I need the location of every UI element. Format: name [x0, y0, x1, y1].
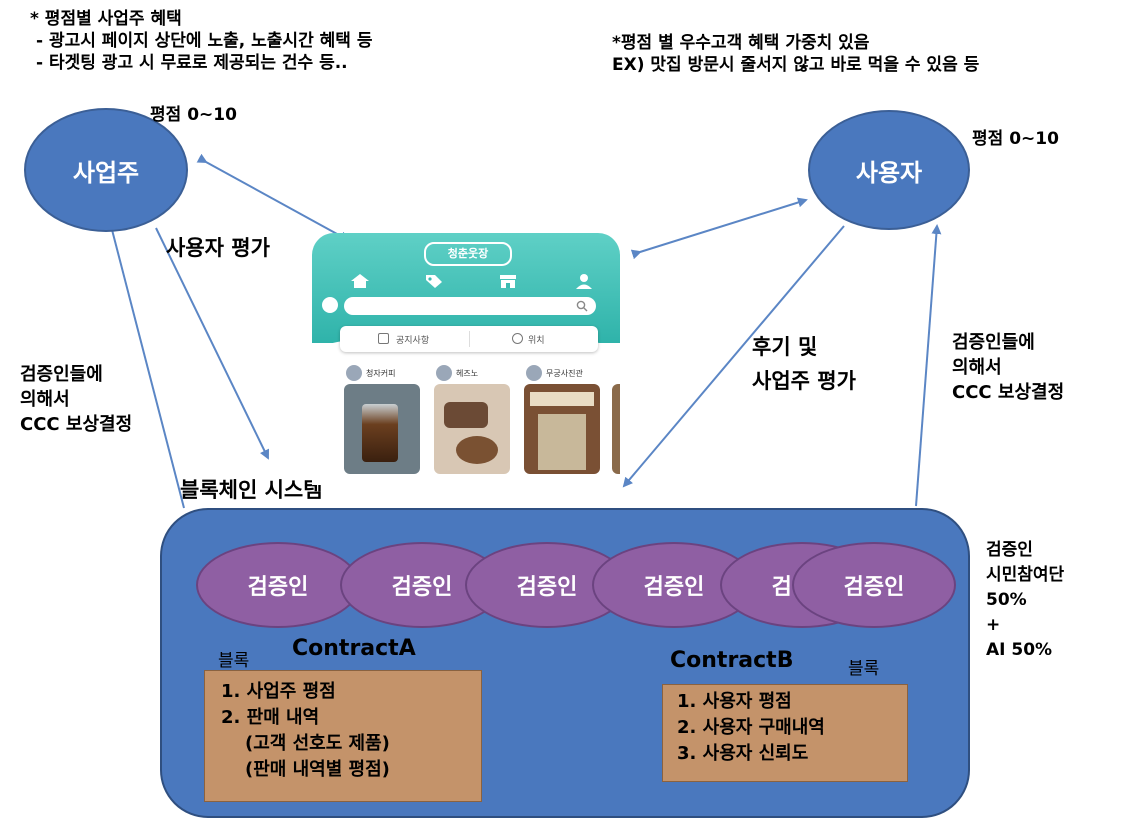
dessert-photo: [434, 384, 510, 474]
coffee-photo: [344, 384, 420, 474]
search-input: [344, 297, 596, 315]
validator-label: 검증인: [843, 575, 905, 600]
arrow-app-user: [630, 197, 808, 260]
arrow-user-blockchain: [622, 225, 845, 488]
notice-icon: [378, 333, 389, 344]
shop-label-3: 무궁사진관: [526, 365, 583, 381]
contract-b-block-label: 블록: [848, 659, 880, 679]
studio-sign: [530, 392, 594, 406]
app-logo: 청춘웃장: [424, 242, 512, 266]
composition-line3: 50%: [986, 590, 1027, 610]
right-validators-line2: 의해서: [952, 357, 1002, 378]
location-label: 위치: [528, 336, 545, 346]
arrow-owner-app: [196, 153, 350, 241]
shop-avatar: [526, 365, 542, 381]
validator-label: 검증인: [516, 575, 578, 600]
notice-label: 공지사항: [396, 336, 430, 346]
contract-b-title: ContractB: [670, 648, 794, 673]
user-label: 사용자: [855, 158, 923, 187]
review-label-line1: 후기 및: [752, 335, 818, 359]
validator-composition-note: 검증인 시민참여단 50% + AI 50%: [986, 538, 1064, 663]
left-validators-line1: 검증인들에: [20, 364, 103, 385]
contract-a-block-label: 블록: [218, 651, 250, 671]
arrow-blockchain-user: [915, 224, 942, 507]
composition-line1: 검증인: [986, 540, 1033, 560]
owner-benefits-title: * 평점별 사업주 혜택: [30, 9, 182, 29]
search-avatar: [322, 297, 338, 313]
app-header: 청춘웃장: [312, 233, 620, 343]
owner-rating: 평점 0~10: [150, 105, 237, 125]
studio-photo: [524, 384, 600, 474]
user-benefits-example: EX) 맛집 방문시 줄서지 않고 바로 먹을 수 있음 등: [612, 55, 980, 75]
right-validators-line3: CCC 보상결정: [952, 382, 1065, 403]
user-benefits-note: *평점 별 우수고객 혜택 가중치 있음 EX) 맛집 방문시 줄서지 않고 바…: [612, 32, 979, 76]
left-validators-line3: CCC 보상결정: [20, 414, 133, 435]
profile-icon: [576, 274, 592, 289]
app-screenshot: 청춘웃장 공지사항 위치 청자커피 헤즈노 무궁사진관: [312, 233, 620, 485]
right-validators-line1: 검증인들에: [952, 332, 1035, 353]
composition-line2: 시민참여단: [986, 565, 1065, 585]
owner-node: 사업주: [24, 108, 188, 232]
search-icon: [576, 300, 588, 312]
user-evaluation-label: 사용자 평가: [166, 236, 270, 260]
validator-node: 검증인: [792, 542, 956, 628]
shop-avatar: [436, 365, 452, 381]
shop-name: 청자커피: [366, 368, 396, 378]
arrow-owner-blockchain: [155, 227, 269, 460]
composition-line4: +: [986, 615, 1001, 635]
owner-benefits-item-1: - 광고시 페이지 상단에 노출, 노출시간 혜택 등: [36, 31, 373, 51]
owner-benefits-note: * 평점별 사업주 혜택 - 광고시 페이지 상단에 노출, 노출시간 혜택 등…: [30, 8, 372, 74]
cake-bottom: [456, 436, 498, 464]
owner-benefits-item-2: - 타겟팅 광고 시 무료로 제공되는 건수 등..: [36, 53, 348, 73]
validator-label: 검증인: [247, 575, 309, 600]
shop-name: 무궁사진관: [546, 368, 583, 378]
validator-label: 검증인: [391, 575, 453, 600]
contract-a-item: (고객 선호도 제품): [245, 733, 390, 754]
user-rating: 평점 0~10: [972, 129, 1059, 149]
quick-menu: 공지사항 위치: [340, 326, 598, 352]
blockchain-system-label: 블록체인 시스템: [180, 478, 323, 502]
user-node: 사용자: [808, 110, 970, 230]
photo-partial: [612, 384, 620, 474]
contract-b-item: 1. 사용자 평점: [677, 691, 792, 712]
tag-icon: [426, 275, 442, 288]
coffee-glass: [362, 404, 398, 462]
contract-b-item: 3. 사용자 신뢰도: [677, 743, 809, 764]
home-icon: [351, 274, 369, 288]
contract-a-box: 1. 사업주 평점 2. 판매 내역 (고객 선호도 제품) (판매 내역별 평…: [204, 670, 482, 802]
quick-menu-divider: [469, 331, 470, 347]
shop-label-1: 청자커피: [346, 365, 395, 381]
shop-name: 헤즈노: [456, 368, 479, 378]
arrow-blockchain-owner: [107, 220, 185, 509]
left-validators-note: 검증인들에 의해서 CCC 보상결정: [20, 362, 132, 437]
shop-avatar: [346, 365, 362, 381]
validator-label: 검증인: [643, 575, 705, 600]
right-validators-note: 검증인들에 의해서 CCC 보상결정: [952, 330, 1064, 405]
contract-a-item: 1. 사업주 평점: [221, 681, 336, 702]
studio-door: [538, 414, 586, 470]
composition-line5: AI 50%: [986, 640, 1053, 660]
contract-b-box: 1. 사용자 평점 2. 사용자 구매내역 3. 사용자 신뢰도: [662, 684, 908, 782]
review-label-line2: 사업주 평가: [752, 369, 856, 393]
contract-b-item: 2. 사용자 구매내역: [677, 717, 825, 738]
store-icon: [500, 275, 516, 288]
owner-label: 사업주: [72, 158, 140, 187]
contract-a-item: 2. 판매 내역: [221, 707, 320, 728]
contract-a-title: ContractA: [292, 636, 416, 661]
user-benefits-title: *평점 별 우수고객 혜택 가중치 있음: [612, 33, 870, 53]
review-and-owner-evaluation-label: 후기 및 사업주 평가: [752, 330, 856, 398]
location-icon: [512, 333, 523, 344]
validator-node: 검증인: [196, 542, 360, 628]
shop-label-2: 헤즈노: [436, 365, 478, 381]
contract-a-item: (판매 내역별 평점): [245, 759, 390, 780]
cake-top: [444, 402, 488, 428]
left-validators-line2: 의해서: [20, 389, 70, 410]
